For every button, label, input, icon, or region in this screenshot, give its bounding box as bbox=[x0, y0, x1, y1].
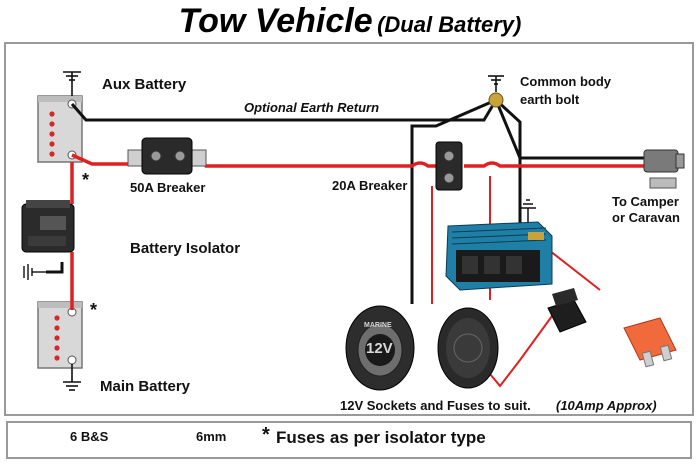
camper-plug-icon bbox=[643, 149, 685, 189]
label-main-battery: Main Battery bbox=[100, 378, 191, 395]
inverter-ground-icon bbox=[520, 199, 536, 222]
red-thick-wires bbox=[70, 152, 648, 310]
diagram-frame bbox=[4, 42, 694, 416]
label-aux-battery: Aux Battery bbox=[102, 76, 187, 93]
main-ground-icon bbox=[63, 364, 81, 391]
breaker-20a bbox=[435, 141, 463, 191]
label-sockets: 12V Sockets and Fuses to suit. bbox=[340, 398, 531, 413]
title-main: Tow Vehicle bbox=[178, 2, 373, 40]
label-common-bolt-2: earth bolt bbox=[520, 92, 580, 107]
main-battery bbox=[37, 301, 83, 369]
diagram-title: Tow Vehicle (Dual Battery) bbox=[0, 2, 700, 41]
legend-fuse-star: * bbox=[262, 424, 270, 446]
earth-bolt-icon bbox=[488, 75, 504, 108]
title-sub: (Dual Battery) bbox=[377, 12, 522, 37]
legend-box bbox=[6, 421, 692, 459]
label-fuse-amp: (10Amp Approx) bbox=[556, 398, 657, 413]
black-wires bbox=[46, 98, 648, 304]
asterisk-main: * bbox=[90, 300, 98, 320]
label-breaker-20: 20A Breaker bbox=[332, 178, 408, 193]
socket-12v-icon bbox=[345, 305, 415, 391]
legend-thin-label: 6mm bbox=[196, 429, 227, 444]
label-optional-earth: Optional Earth Return bbox=[244, 100, 380, 115]
legend-fuse-note: Fuses as per isolator type bbox=[276, 428, 486, 447]
isolator-ground-icon bbox=[23, 264, 46, 280]
label-common-bolt-1: Common body bbox=[520, 74, 611, 89]
label-to-camper-2: or Caravan bbox=[612, 210, 680, 225]
breaker-50a bbox=[127, 137, 207, 175]
label-breaker-50: 50A Breaker bbox=[130, 180, 206, 195]
battery-isolator bbox=[21, 200, 75, 253]
legend-thick-label: 6 B&S bbox=[70, 429, 109, 444]
inverter bbox=[445, 221, 553, 291]
aux-ground-icon bbox=[63, 71, 81, 96]
fuse-holder-icon bbox=[547, 288, 587, 333]
blade-fuse-icon bbox=[623, 317, 677, 368]
socket-brand-text: MARINE bbox=[364, 322, 392, 329]
aux-battery bbox=[37, 95, 83, 163]
socket-cap-icon bbox=[437, 307, 499, 389]
label-isolator: Battery Isolator bbox=[130, 240, 241, 257]
label-to-camper-1: To Camper bbox=[612, 194, 679, 209]
asterisk-aux: * bbox=[82, 170, 90, 190]
socket-12v-text: 12V bbox=[366, 340, 393, 357]
